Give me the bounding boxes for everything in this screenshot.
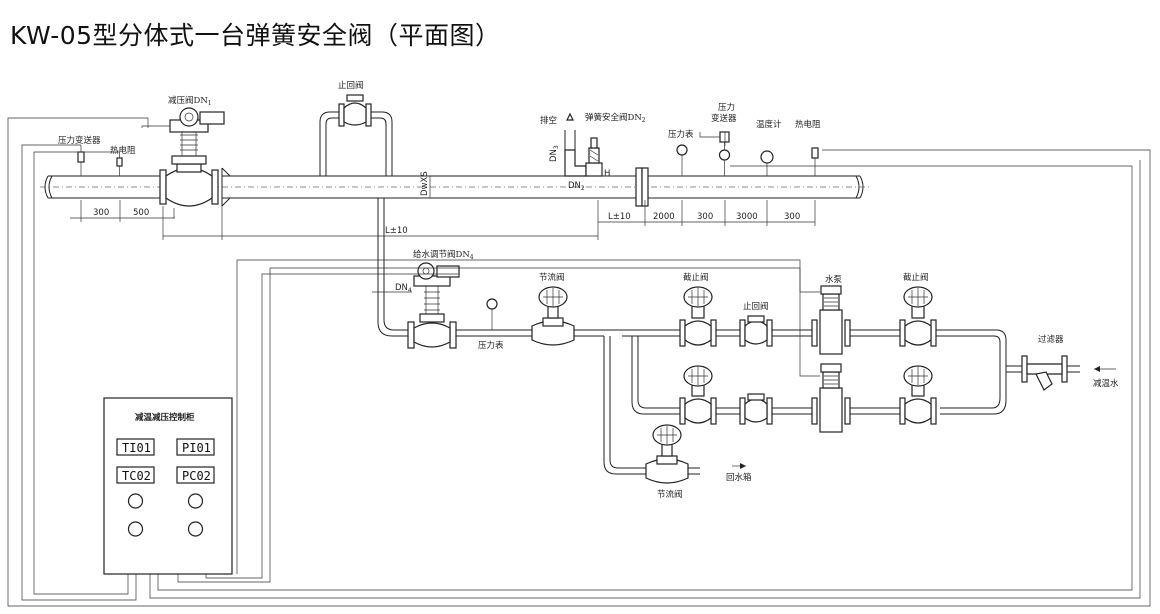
pressure-transmitter-right [718,131,731,176]
label-desuperheating-water: 减温水 [1093,378,1119,389]
label-feedwater-valve: 给水调节阀DN4 [413,249,474,261]
thermal-resistor-left [116,152,123,176]
label-dn4: DN4 [395,283,412,294]
control-cabinet-title: 减温减压控制柜 [135,412,195,423]
indicator-light [127,493,144,509]
instrument-pc02 [176,466,215,484]
pressure-gauge-middle [486,298,498,330]
dim-3000: 3000 [736,212,758,222]
diagram-title: KW-05型分体式一台弹簧安全阀（平面图） [10,21,501,50]
instrument-label-pi01: PI01 [182,441,211,455]
check-valve-top [319,94,393,176]
label-pressure-transmitter-right-1: 压力 [718,102,735,113]
instrument-pi01 [176,438,215,456]
dim-300-left: 300 [93,208,109,218]
label-pressure-transmitter-right-2: 变送器 [711,113,737,124]
label-return-tank: 回水箱 [726,472,752,483]
label-throttle-valve-2: 节流阀 [657,489,683,500]
thermal-resistor-right [811,147,819,176]
filter [1021,355,1080,391]
pressure-transmitter-left [77,145,85,176]
signal-wiring [7,117,1151,607]
label-throttle-valve-1: 节流阀 [539,272,565,283]
dim-l-right: L±10 [608,212,631,222]
label-thermal-resistor-left: 热电阻 [110,145,136,156]
control-cabinet [103,397,233,575]
instrument-tc02 [116,466,155,484]
water-line-middle [456,329,1022,415]
label-check-valve-middle: 止回阀 [743,301,769,312]
indicator-light [187,493,204,509]
indicator-light [187,521,204,537]
return-line [603,336,746,484]
label-pressure-gauge-top: 压力表 [668,129,694,140]
spring-safety-valve [564,112,603,177]
label-h: H [604,169,610,179]
feedwater-regulating-valve [407,262,460,349]
label-spring-safety-valve: 弹簧安全阀DN2 [585,112,646,124]
pressure-gauge-top [676,144,688,176]
stop-valve-1 [679,286,717,347]
throttle-valve-1 [531,286,575,346]
instrument-label-tc02: TC02 [122,469,151,483]
label-vent: 排空 [540,115,557,126]
dim-l-total: L±10 [385,226,408,236]
dim-300-a: 300 [697,212,713,222]
instrument-label-ti01: TI01 [122,441,151,455]
label-filter: 过滤器 [1038,334,1064,345]
instrument-label-pc02: PC02 [182,469,211,483]
instrument-ti01 [116,438,155,456]
dimension-lines-left [70,200,599,240]
dim-2000: 2000 [653,212,675,222]
label-stop-valve-2: 截止阀 [903,272,929,283]
label-water-pump: 水泵 [825,274,843,285]
water-line-lower [631,336,937,433]
main-steam-pipe [40,167,870,207]
inlet-arrow [1094,366,1116,372]
water-pump-1 [811,285,851,355]
label-pressure-gauge-middle: 压力表 [478,340,504,351]
label-dn3: DN3 [549,145,560,162]
dim-500: 500 [133,208,149,218]
label-thermal-resistor-right: 热电阻 [795,119,821,130]
label-dwxs: DwXS [420,171,430,196]
dimension-lines-right [598,200,816,226]
label-thermometer: 温度计 [756,119,782,130]
thermometer [760,150,774,176]
check-valve-middle [739,315,773,347]
indicator-light [127,521,144,537]
connecting-pipe [377,198,408,337]
pressure-reducing-valve [159,107,225,207]
label-check-valve-top: 止回阀 [338,80,364,91]
dim-300-b: 300 [784,212,800,222]
label-stop-valve-1: 截止阀 [683,272,709,283]
label-pressure-transmitter-left: 压力变送器 [58,135,101,146]
label-dn2: DN2 [568,181,585,192]
label-pressure-reducing-valve: 减压阀DN1 [168,95,212,107]
stop-valve-2 [899,286,937,347]
